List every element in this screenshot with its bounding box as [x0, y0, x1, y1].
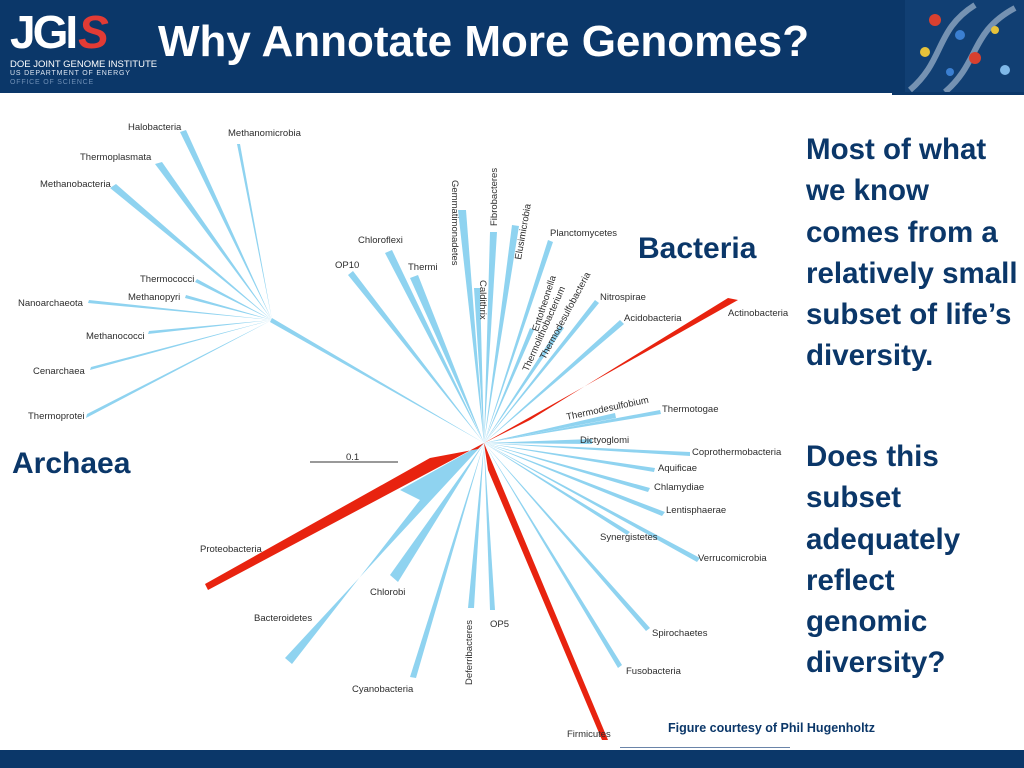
taxon-label: Bacteroidetes	[254, 613, 312, 624]
taxon-label: Actinobacteria	[728, 308, 789, 319]
archaea-label: Archaea	[12, 447, 131, 480]
taxon-label: Thermoplasmata	[80, 152, 152, 163]
logo-line2: US DEPARTMENT OF ENERGY	[10, 70, 131, 77]
taxon-label: Methanococci	[86, 331, 145, 342]
taxon-label: Verrucomicrobia	[698, 553, 767, 564]
taxon-label: Planctomycetes	[550, 228, 617, 239]
taxon-label: Methanobacteria	[40, 179, 111, 190]
taxon-label: Chloroflexi	[358, 235, 403, 246]
taxon-label: Fibrobacteres	[489, 168, 500, 226]
taxon-label: Lentisphaerae	[666, 505, 726, 516]
slide-title: Why Annotate More Genomes?	[158, 17, 810, 66]
logo-line1: DOE JOINT GENOME INSTITUTE	[10, 59, 158, 70]
taxon-label: Halobacteria	[128, 122, 182, 133]
phylogenetic-tree: 0.1 Halobacteria Methanomicrobia Thermop…	[18, 122, 789, 740]
taxon-label: Nanoarchaeota	[18, 298, 84, 309]
taxon-label: Acidobacteria	[624, 313, 682, 324]
taxon-label: Coprothermobacteria	[692, 447, 782, 458]
dna-helix-image	[905, 0, 1024, 93]
taxon-label: Firmicutes	[567, 729, 611, 740]
question-text: Does this subset adequately reflect geno…	[806, 440, 961, 680]
taxon-label: Spirochaetes	[652, 628, 708, 639]
taxon-label: Cyanobacteria	[352, 684, 414, 695]
taxon-label: Fusobacteria	[626, 666, 682, 677]
taxon-label: Methanopyri	[128, 292, 180, 303]
red-branches	[205, 298, 738, 740]
figure-credit: Figure courtesy of Phil Hugenholtz	[668, 721, 875, 735]
taxon-label: Synergistetes	[600, 532, 658, 543]
taxon-label: Gemmatimonadetes	[449, 180, 460, 266]
footer-bar	[0, 750, 1024, 768]
taxon-label: OP10	[335, 260, 359, 271]
taxon-label: Chlorobi	[370, 587, 405, 598]
taxon-label: OP5	[490, 619, 509, 630]
taxon-label: Dictyoglomi	[580, 435, 629, 446]
taxon-label: Methanomicrobia	[228, 128, 302, 139]
footer-rule	[620, 747, 790, 748]
bacteria-label: Bacteria	[638, 232, 757, 265]
taxon-label: Aquificae	[658, 463, 697, 474]
taxon-label: Thermi	[408, 262, 438, 273]
jgi-logo: JGIS DOE JOINT GENOME INSTITUTE US DEPAR…	[10, 6, 160, 90]
statement-text: Most of what we know comes from a relati…	[806, 133, 1018, 373]
blue-branches	[86, 130, 700, 678]
taxon-label: Cenarchaea	[33, 366, 85, 377]
logo-line3: OFFICE OF SCIENCE	[10, 79, 94, 86]
taxon-label: Proteobacteria	[200, 544, 263, 555]
taxon-label: Chlamydiae	[654, 482, 704, 493]
header-bar: JGIS DOE JOINT GENOME INSTITUTE US DEPAR…	[0, 0, 1024, 93]
taxon-label: Thermoprotei	[28, 411, 85, 422]
taxon-label: Thermococci	[140, 274, 194, 285]
taxon-label: Deferribacteres	[464, 620, 475, 685]
taxon-label: Thermotogae	[662, 404, 719, 415]
scale-label: 0.1	[346, 452, 359, 463]
taxon-label: Nitrospirae	[600, 292, 646, 303]
taxon-label: Caldithrix	[477, 280, 488, 320]
logo-mark: JGIS	[10, 6, 109, 58]
header-divider	[892, 92, 1024, 95]
